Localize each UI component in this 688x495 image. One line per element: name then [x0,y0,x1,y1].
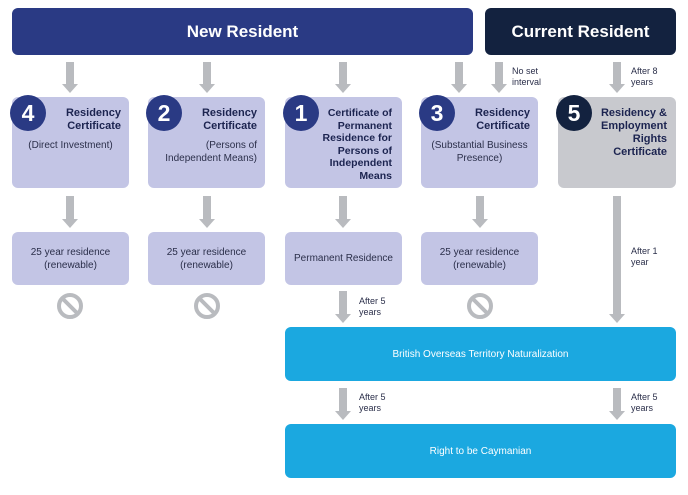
arrow-down-icon [609,196,625,323]
arrow-down-icon [62,196,78,228]
arrow-down-icon [335,62,351,93]
arrow-down-icon [609,62,625,93]
prohibited-icon [467,293,493,319]
arrow-down-icon [199,196,215,228]
arrow-down-icon [62,62,78,93]
arrow-down-icon [199,62,215,93]
arrow-down-icon [472,196,488,228]
arrow-down-icon [491,62,507,93]
certificate-number-badge: 3 [419,95,455,131]
certificate-number-badge: 5 [556,95,592,131]
arrow-down-icon [335,291,351,323]
prohibited-icon [194,293,220,319]
outcome-permanent-residence: Permanent Residence [285,232,402,285]
current-resident-header: Current Resident [485,8,676,55]
arrow-down-icon [335,196,351,228]
outcome-25-year-residence: 25 year residence(renewable) [12,232,129,285]
arrow-down-icon [335,388,351,420]
certificate-number-badge: 2 [146,95,182,131]
caymanian-box: Right to be Caymanian [285,424,676,478]
new-resident-header: New Resident [12,8,473,55]
outcome-25-year-residence: 25 year residence(renewable) [148,232,265,285]
certificate-subtitle: (Direct Investment) [28,140,113,151]
arrow-down-icon [451,62,467,93]
naturalization-box: British Overseas Territory Naturalizatio… [285,327,676,381]
certificate-number-badge: 1 [283,95,319,131]
prohibited-icon [57,293,83,319]
outcome-25-year-residence: 25 year residence(renewable) [421,232,538,285]
certificate-number-badge: 4 [10,95,46,131]
arrow-down-icon [609,388,625,420]
